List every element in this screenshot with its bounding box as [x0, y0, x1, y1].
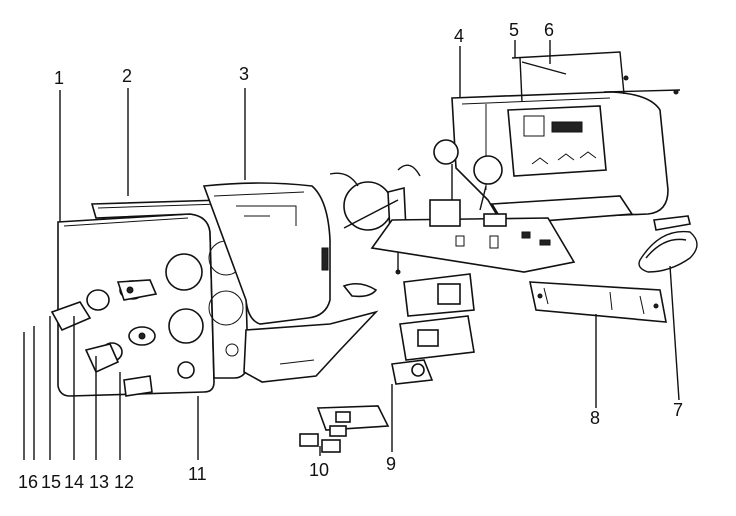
label-10: 10: [309, 460, 329, 480]
part-picture-tube: [202, 182, 379, 383]
label-13: 13: [89, 472, 109, 492]
label-14: 14: [64, 472, 84, 492]
part-number-labels: 1 2 3 4 5 6 7 8 9 10 11 12 13 14 15 16: [18, 20, 683, 492]
label-6: 6: [544, 20, 554, 40]
label-4: 4: [454, 26, 464, 46]
part-front-bezel: [50, 213, 215, 397]
label-7: 7: [673, 400, 683, 420]
label-1: 1: [54, 68, 64, 88]
part-bracket-strip: [528, 281, 667, 323]
part-rear-cabinet: [451, 51, 681, 225]
part-pin-bracket: [299, 405, 390, 453]
leader-lines: [23, 40, 680, 460]
part-chassis-board: [370, 139, 576, 273]
label-3: 3: [239, 64, 249, 84]
label-5: 5: [509, 20, 519, 40]
label-9: 9: [386, 454, 396, 474]
label-16: 16: [18, 472, 38, 492]
label-2: 2: [122, 66, 132, 86]
part-tuner-assembly: [342, 273, 475, 385]
label-12: 12: [114, 472, 134, 492]
part-power-cord: [638, 215, 698, 273]
label-11: 11: [188, 464, 207, 484]
label-15: 15: [41, 472, 61, 492]
label-8: 8: [590, 408, 600, 428]
